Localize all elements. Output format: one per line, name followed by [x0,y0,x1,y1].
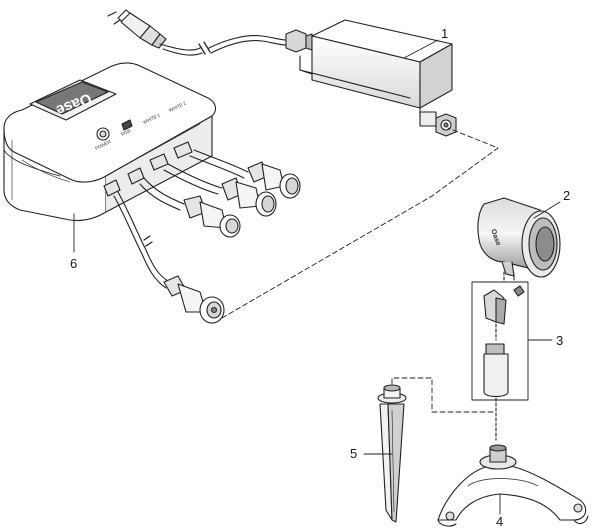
leader-lines [73,39,561,515]
lamp [477,197,561,283]
mains-cable [159,35,287,56]
cable-connector-2 [221,177,277,217]
ground-stake [377,384,407,523]
dashed-link-power [221,127,499,319]
callout-5: 5 [350,446,357,461]
mount-assembly [471,281,529,441]
cable-connector-3 [183,195,241,238]
base-stand [437,444,589,527]
cable-connector-4 [163,275,225,324]
callout-1: 1 [441,26,448,41]
callout-6: 6 [70,256,77,271]
callout-4: 4 [496,514,503,529]
callout-2: 2 [563,188,570,203]
callout-3: 3 [556,333,563,348]
dashed-link-stake [391,377,497,413]
controller-cables [113,149,249,289]
mains-plug [107,9,167,49]
cable-connector-1 [247,161,301,199]
port-label-rgb: RGB [120,128,131,137]
power-supply [285,19,457,137]
